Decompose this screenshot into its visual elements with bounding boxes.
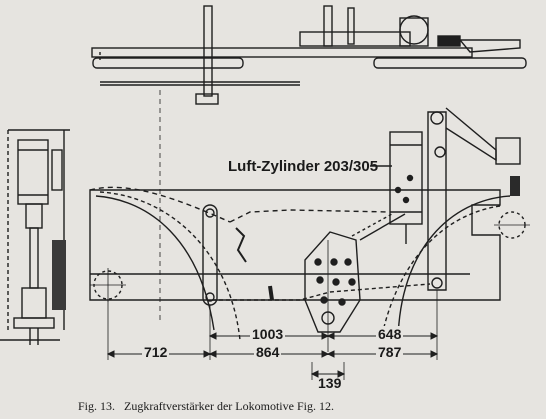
top-left-wheel (92, 57, 244, 69)
dimension-139: 139 (318, 375, 342, 391)
top-upper-bracket (323, 5, 333, 47)
top-end-block (437, 35, 461, 47)
dimension-1003: 1003 (250, 326, 286, 342)
right-upper-bracket (445, 107, 497, 162)
air-cylinder (389, 131, 423, 225)
top-frame-rail (91, 47, 473, 58)
figure-number: Fig. 13. (78, 399, 116, 413)
main-elevation (89, 107, 530, 352)
dimension-864: 864 (254, 344, 282, 360)
top-buffer (458, 39, 521, 53)
top-vertical-shaft (203, 5, 213, 97)
top-view (91, 5, 527, 320)
top-shaft-foot (195, 93, 219, 105)
right-buffer-block (495, 137, 521, 165)
left-cylinder-neck (25, 203, 43, 229)
top-crosshead (299, 31, 411, 47)
right-wheel-arc (397, 195, 511, 341)
center-bracket-plate (304, 231, 361, 333)
left-piston-rod (29, 227, 39, 289)
figure-caption: Fig. 13. Zugkraftverstärker der Lokomoti… (78, 399, 334, 414)
left-wheel-arc (95, 195, 215, 331)
dimension-787: 787 (376, 344, 404, 360)
left-valve-block (21, 287, 47, 319)
main-frame (89, 189, 501, 301)
dimension-648: 648 (376, 326, 404, 342)
dimension-712: 712 (142, 344, 170, 360)
air-cylinder-label: Luft-Zylinder 203/305 (228, 158, 379, 175)
right-main-lever (427, 111, 447, 291)
left-detail-view (0, 129, 70, 345)
top-cylinder (399, 15, 429, 45)
top-right-wheel (373, 57, 527, 69)
figure-caption-text: Zugkraftverstärker der Lokomotive Fig. 1… (124, 399, 334, 413)
